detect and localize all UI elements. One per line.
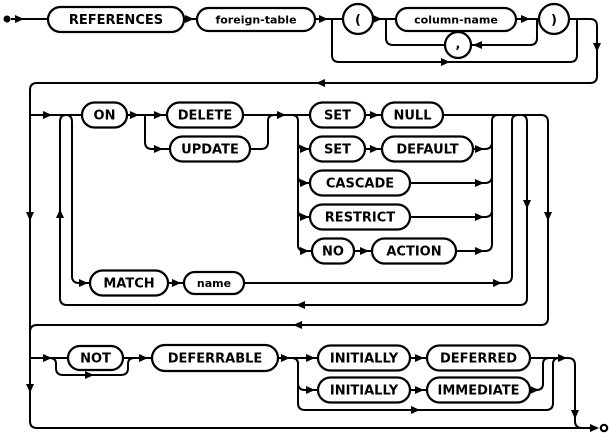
node-lparen-label: (: [355, 13, 361, 28]
node-foreign-table-label: foreign-table: [215, 14, 296, 27]
node-lparen: (: [341, 2, 375, 36]
node-name-label: name: [197, 277, 231, 290]
node-default: DEFAULT: [380, 135, 475, 163]
node-set-1: SET: [308, 101, 367, 129]
node-initially-1-label: INITIALLY: [330, 352, 399, 367]
arrowheads: [15, 15, 601, 432]
node-action: ACTION: [370, 237, 458, 265]
end-terminal: [599, 423, 609, 433]
node-cascade-label: CASCADE: [326, 177, 394, 192]
node-column-name-label: column-name: [414, 14, 498, 27]
node-set-2: SET: [308, 135, 367, 163]
node-update-label: UPDATE: [181, 143, 239, 158]
node-update: UPDATE: [168, 135, 252, 163]
node-not-label: NOT: [80, 352, 111, 367]
node-not: NOT: [66, 344, 125, 372]
node-null: NULL: [380, 101, 445, 129]
node-deferred-label: DEFERRED: [440, 352, 517, 367]
node-deferrable-label: DEFERRABLE: [168, 352, 263, 367]
node-delete: DELETE: [165, 101, 245, 129]
node-column-name: column-name: [394, 6, 518, 33]
node-default-label: DEFAULT: [396, 143, 458, 158]
node-set-2-label: SET: [324, 143, 351, 158]
node-cascade: CASCADE: [308, 169, 412, 197]
node-name: name: [182, 270, 246, 296]
node-comma-label: ,: [456, 37, 461, 52]
node-set-1-label: SET: [324, 109, 351, 124]
node-references-label: REFERENCES: [69, 13, 163, 28]
node-on-label: ON: [94, 109, 116, 124]
node-deferred: DEFERRED: [425, 344, 532, 372]
node-immediate-label: IMMEDIATE: [437, 384, 519, 399]
node-on: ON: [80, 101, 129, 129]
node-null-label: NULL: [393, 109, 431, 124]
node-references: REFERENCES: [46, 5, 186, 34]
node-match-label: MATCH: [103, 277, 154, 292]
node-foreign-table: foreign-table: [195, 6, 317, 33]
node-immediate: IMMEDIATE: [425, 376, 532, 404]
node-no: NO: [310, 237, 356, 265]
node-restrict-label: RESTRICT: [325, 211, 396, 226]
node-rparen: ): [537, 2, 571, 36]
node-rparen-label: ): [551, 13, 557, 28]
node-initially-1: INITIALLY: [316, 344, 412, 372]
node-delete-label: DELETE: [178, 109, 233, 124]
node-deferrable: DEFERRABLE: [150, 343, 280, 373]
node-initially-2: INITIALLY: [316, 376, 412, 404]
node-restrict: RESTRICT: [308, 203, 412, 231]
start-terminal: [3, 15, 11, 23]
node-match: MATCH: [88, 269, 170, 297]
node-initially-2-label: INITIALLY: [330, 384, 399, 399]
node-comma: ,: [443, 30, 473, 60]
node-no-label: NO: [322, 245, 344, 260]
node-action-label: ACTION: [386, 245, 441, 260]
